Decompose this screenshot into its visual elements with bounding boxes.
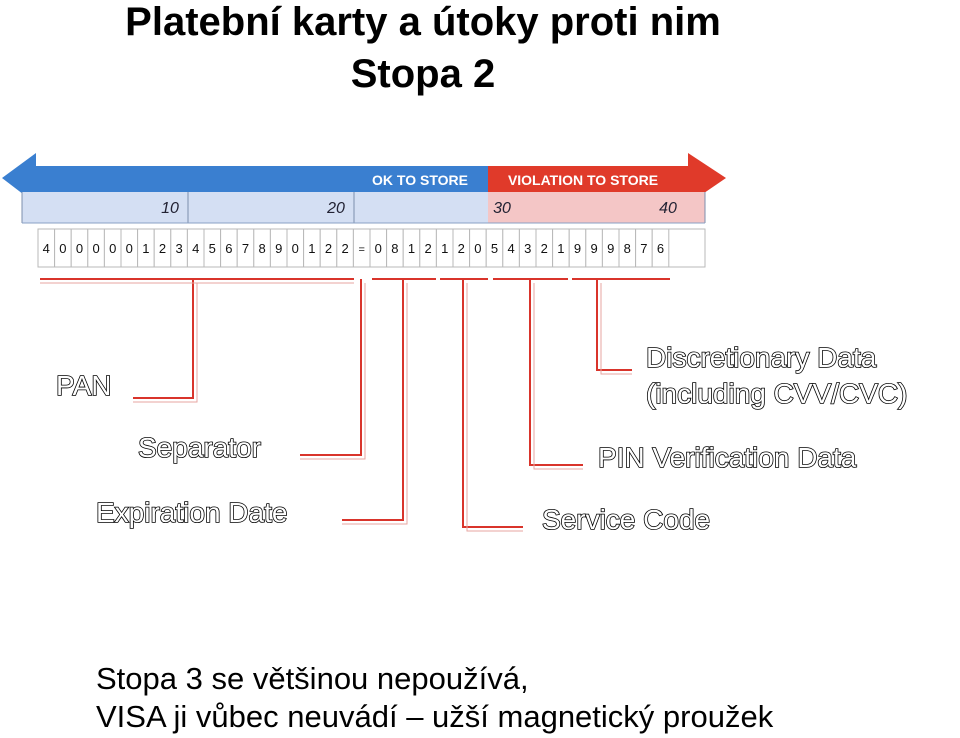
position-marker-30: 30	[493, 200, 511, 217]
digit-cell: 3	[518, 228, 537, 268]
digit-value: 4	[192, 241, 199, 256]
digit-cell: 2	[419, 228, 437, 268]
digit-cell: 1	[552, 228, 570, 268]
digit-cell: 8	[386, 228, 404, 268]
digit-value: 4	[507, 241, 514, 256]
field-label-discretionary-line2: (including CVV/CVC)	[646, 378, 907, 409]
slide-subtitle: Stopa 2	[350, 52, 496, 96]
digit-cell: 6	[220, 228, 238, 268]
field-label-expiration-date: Expiration Date	[96, 497, 287, 528]
digit-cell: 4	[37, 228, 56, 268]
field-label-separator: Separator	[138, 432, 261, 463]
note-line-2: VISA ji vůbec neuvádí – užší magnetický …	[96, 699, 774, 734]
digit-value: 5	[209, 241, 216, 256]
digit-value: 0	[76, 241, 83, 256]
digit-cell: 5	[203, 228, 222, 268]
digit-cell: =	[352, 228, 371, 268]
digit-cell: 1	[435, 228, 454, 268]
digit-value: 2	[341, 241, 348, 256]
digit-value: 0	[292, 241, 299, 256]
digit-cell: 4	[502, 228, 520, 268]
digit-cell: 0	[54, 228, 72, 268]
track2-diagram: OK TO STORE VIOLATION TO STORE 10 20 30 …	[2, 153, 908, 536]
digit-value: =	[358, 244, 364, 256]
field-label-discretionary-line1: Discretionary Data	[646, 342, 877, 373]
digit-cell: 2	[319, 228, 338, 268]
digit-value: 3	[175, 241, 182, 256]
digit-value: 4	[43, 241, 50, 256]
digit-value: 2	[325, 241, 332, 256]
digit-cell: 3	[170, 228, 188, 268]
digit-cell: 9	[568, 228, 587, 268]
ok-to-store-arrow	[2, 153, 488, 204]
digit-value: 5	[491, 241, 498, 256]
digit-cell: 2	[535, 228, 554, 268]
position-marker-40: 40	[659, 200, 677, 217]
digit-value: 8	[391, 241, 398, 256]
slide-title: Platební karty a útoky proti nim	[125, 0, 721, 44]
digit-value: 2	[424, 241, 431, 256]
digit-cell: 0	[120, 228, 139, 268]
digit-value: 1	[142, 241, 149, 256]
digit-value: 0	[474, 241, 481, 256]
violation-arrow	[488, 153, 726, 204]
digit-value: 8	[258, 241, 265, 256]
digit-value: 1	[308, 241, 315, 256]
digit-value: 2	[458, 241, 465, 256]
digit-value: 6	[225, 241, 232, 256]
position-marker-10: 10	[161, 200, 179, 217]
digit-cell: 9	[585, 228, 603, 268]
digit-cell: 0	[369, 228, 388, 268]
field-label-service-code: Service Code	[542, 504, 710, 535]
digit-value: 9	[590, 241, 597, 256]
field-label-pan: PAN	[56, 370, 112, 401]
note-line-1: Stopa 3 se většinou nepoužívá,	[96, 661, 529, 696]
digit-cell: 0	[286, 228, 305, 268]
ok-band	[22, 192, 488, 223]
digit-cell: 6	[651, 228, 670, 268]
digit-value: 1	[408, 241, 415, 256]
digit-cell: 2	[153, 228, 172, 268]
digit-cell: 0	[103, 228, 122, 268]
digit-cell: 7	[236, 228, 255, 268]
digit-cell: 0	[70, 228, 89, 268]
digit-value: 0	[109, 241, 116, 256]
digit-cell: 1	[303, 228, 321, 268]
digit-value: 0	[59, 241, 66, 256]
digit-value: 8	[624, 241, 631, 256]
digit-cell: 1	[137, 228, 155, 268]
leader-lines	[40, 278, 670, 528]
digit-cell: 9	[269, 228, 288, 268]
digit-cell: 8	[618, 228, 637, 268]
digit-value: 0	[126, 241, 133, 256]
field-label-pin-verification: PIN Verification Data	[598, 442, 857, 473]
digit-value: 9	[275, 241, 282, 256]
digit-cell: 2	[336, 228, 354, 268]
digit-value: 0	[375, 241, 382, 256]
digit-value: 7	[640, 241, 647, 256]
digit-value: 2	[541, 241, 548, 256]
violation-to-store-label: VIOLATION TO STORE	[508, 172, 658, 188]
digit-value: 9	[574, 241, 581, 256]
digit-cell: 9	[601, 228, 620, 268]
digit-cell: 7	[635, 228, 653, 268]
digit-value: 0	[92, 241, 99, 256]
digit-cell: 8	[253, 228, 271, 268]
ok-to-store-label: OK TO STORE	[372, 172, 468, 188]
digit-value: 2	[159, 241, 166, 256]
position-marker-20: 20	[326, 200, 345, 217]
digit-cell: 1	[402, 228, 421, 268]
digit-cell: 0	[87, 228, 105, 268]
digit-value: 1	[557, 241, 564, 256]
digit-cell: 4	[186, 228, 205, 268]
digit-cell: 2	[452, 228, 471, 268]
digit-value: 3	[524, 241, 531, 256]
digit-cell: 0	[469, 228, 487, 268]
digit-cell: 5	[485, 228, 504, 268]
digit-value: 7	[242, 241, 249, 256]
violation-band	[488, 192, 705, 223]
digit-value: 1	[441, 241, 448, 256]
digit-value: 9	[607, 241, 614, 256]
digit-value: 6	[657, 241, 664, 256]
